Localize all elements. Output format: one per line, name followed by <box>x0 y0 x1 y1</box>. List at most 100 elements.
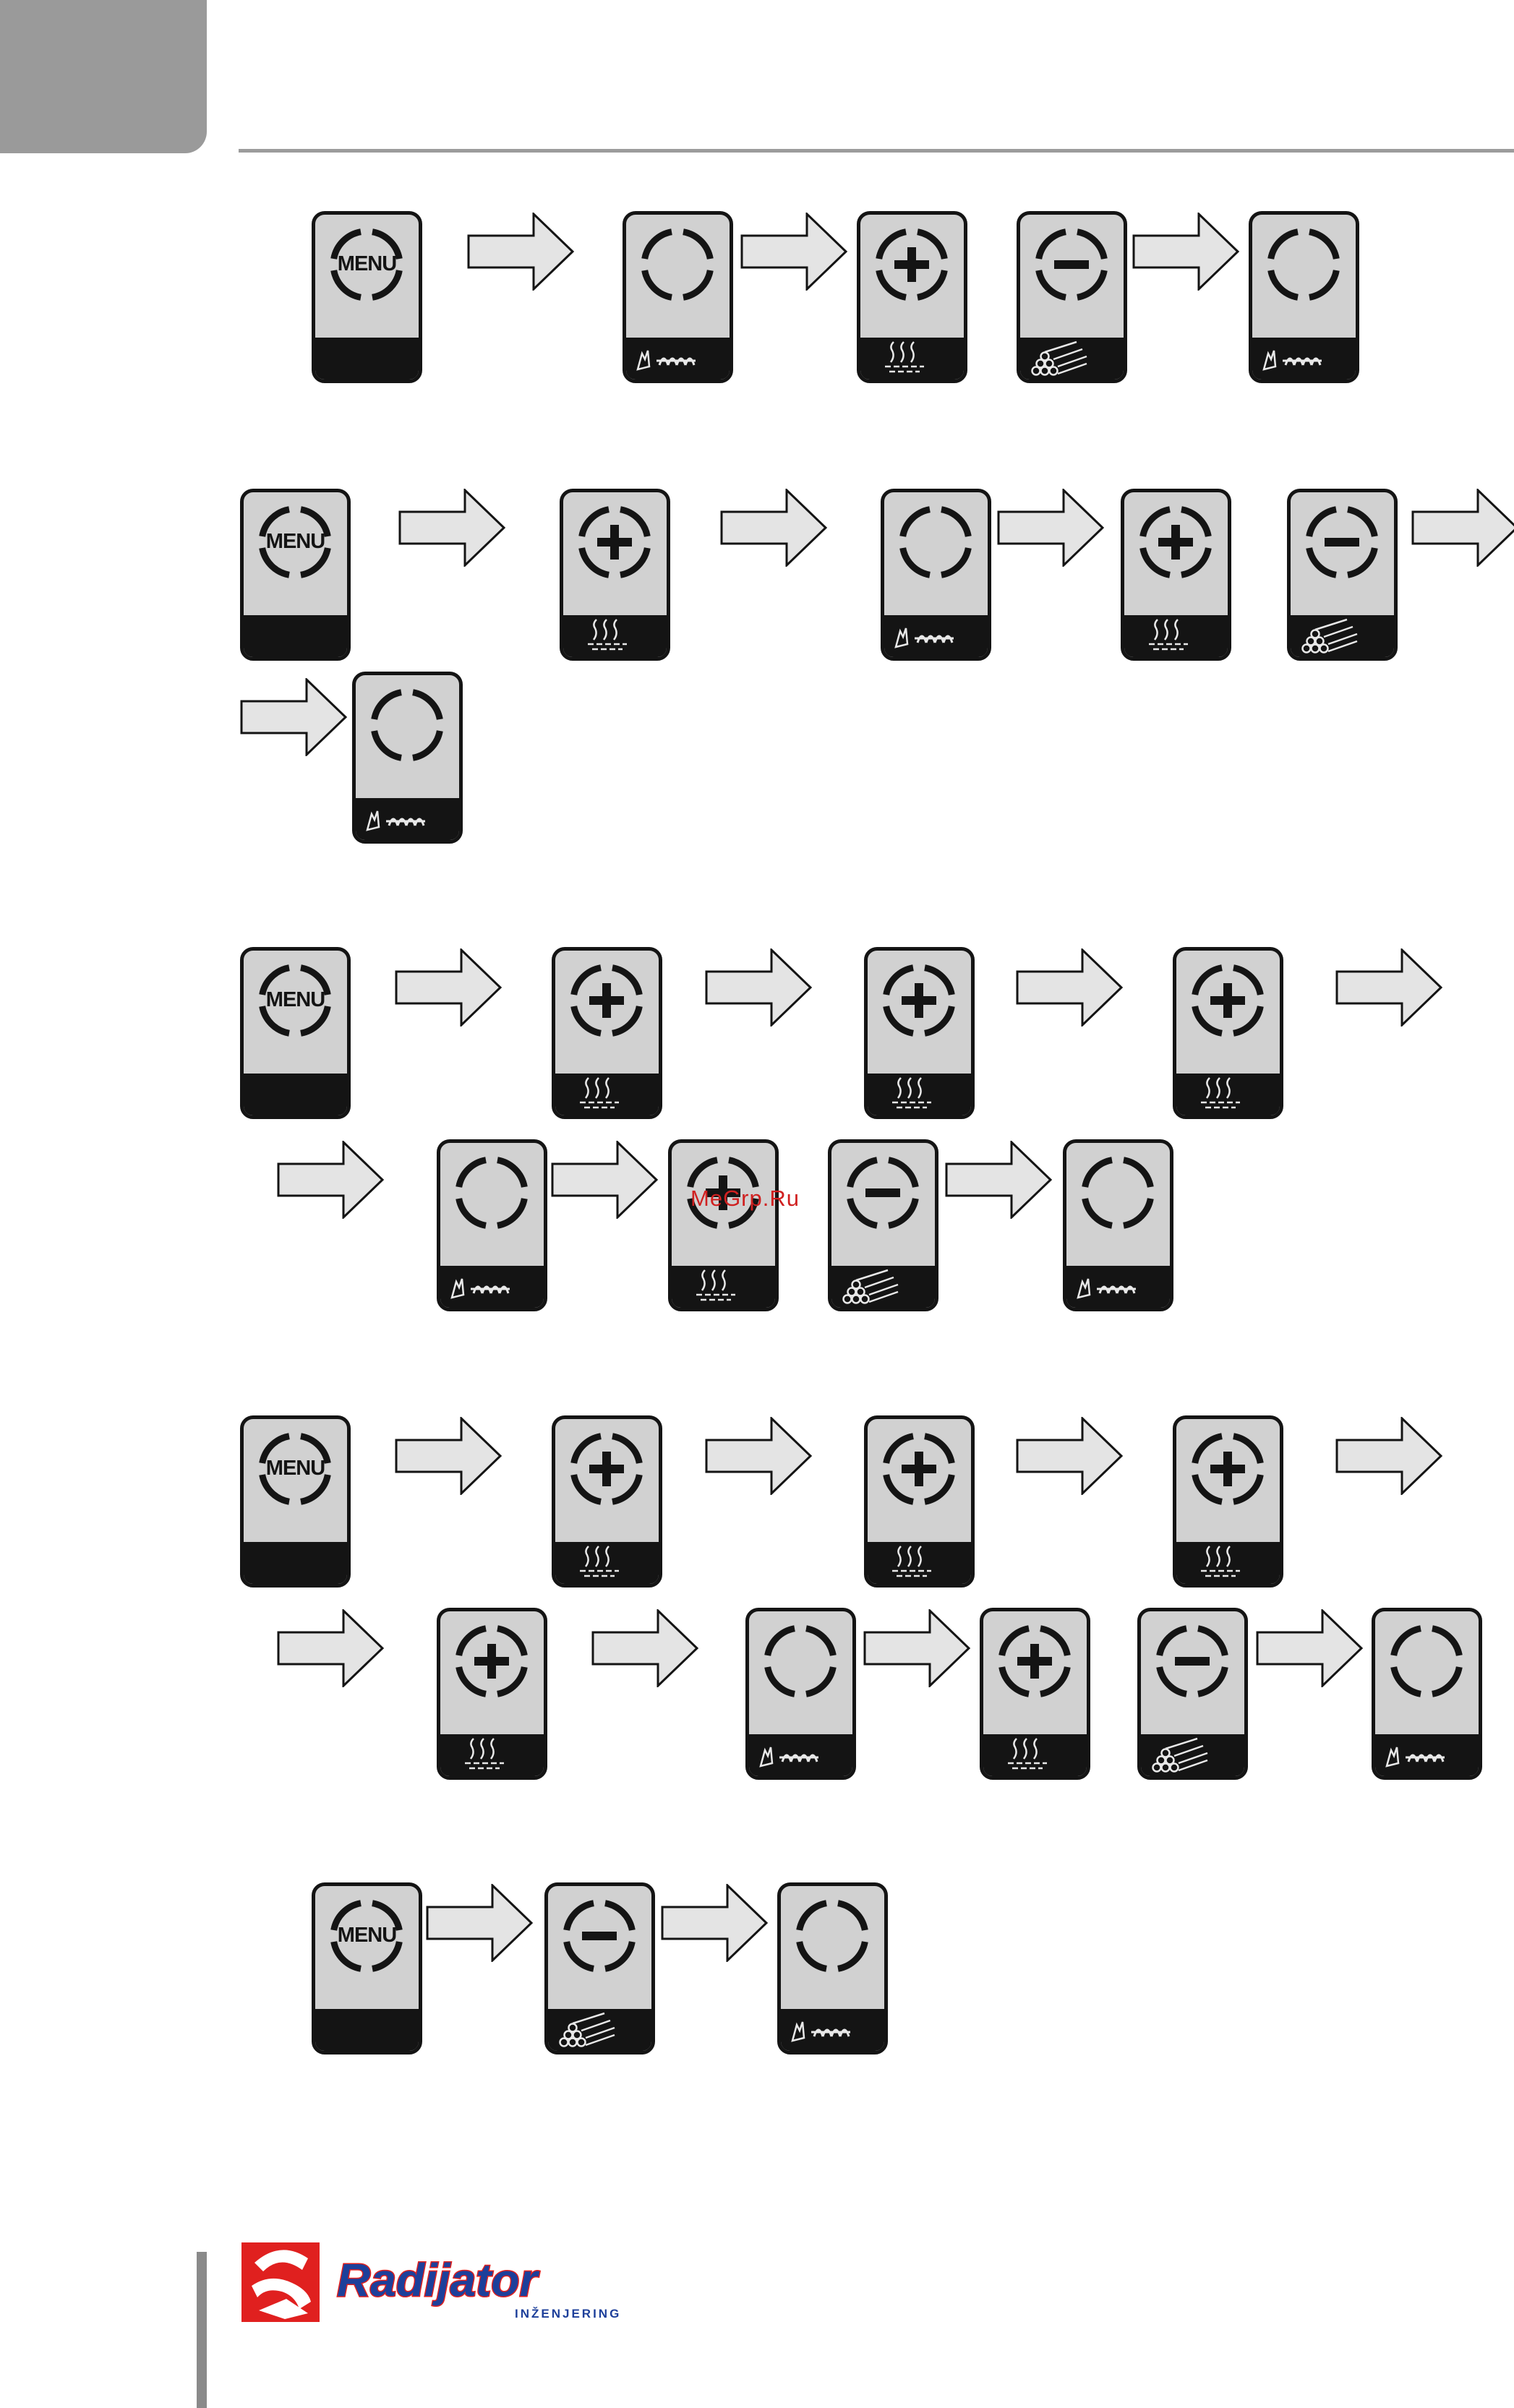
ring-icon <box>792 1896 872 1976</box>
page-margin-bar <box>197 2252 207 2408</box>
menu-label: MENU <box>315 252 419 276</box>
button-strip <box>749 1734 852 1776</box>
ring-icon <box>638 225 717 304</box>
plus-button[interactable] <box>864 1415 975 1588</box>
ring-icon <box>1387 1621 1466 1701</box>
button-strip <box>1020 338 1124 380</box>
plus-button[interactable] <box>552 947 662 1119</box>
minus-button[interactable] <box>1137 1608 1248 1780</box>
arrow-right-icon <box>863 1609 972 1687</box>
menu-button[interactable]: MENU <box>240 1415 351 1588</box>
menu-button[interactable]: MENU <box>240 947 351 1119</box>
watermark: MeGrp.Ru <box>690 1186 800 1212</box>
blank-strip <box>315 338 419 380</box>
plus-icon <box>1136 502 1215 582</box>
button-strip <box>1066 1266 1170 1308</box>
plus-button[interactable] <box>1173 947 1283 1119</box>
button-strip <box>860 338 964 380</box>
button-strip <box>1252 338 1356 380</box>
arrow-right-icon <box>398 489 507 567</box>
plus-button[interactable] <box>437 1608 547 1780</box>
heat-waves-icon <box>860 338 964 380</box>
button-strip <box>555 1074 659 1115</box>
menu-label: MENU <box>244 530 347 554</box>
heat-waves-icon <box>440 1734 544 1776</box>
minus-icon <box>1032 225 1111 304</box>
ring-icon <box>367 685 447 765</box>
hand-auger-icon <box>626 338 730 380</box>
plus-button[interactable] <box>668 1139 779 1311</box>
arrow-right-icon <box>467 213 576 291</box>
hand-auger-icon <box>884 615 988 657</box>
hand-auger-icon <box>781 2009 884 2051</box>
blank-strip <box>244 1074 347 1115</box>
ring-icon <box>761 1621 840 1701</box>
arrow-right-icon <box>740 213 849 291</box>
heat-waves-icon <box>983 1734 1087 1776</box>
arrow-right-icon <box>1132 213 1241 291</box>
logo-subtitle: INŽENJERING <box>515 2307 621 2321</box>
plus-button[interactable] <box>864 947 975 1119</box>
ok-button[interactable] <box>1372 1608 1482 1780</box>
logs-icon <box>548 2009 651 2051</box>
button-strip <box>1141 1734 1244 1776</box>
minus-button[interactable] <box>1287 489 1398 661</box>
ok-button[interactable] <box>777 1882 888 2054</box>
arrow-right-icon <box>1016 1417 1124 1495</box>
arrow-right-icon <box>591 1609 700 1687</box>
blank-strip <box>315 2009 419 2051</box>
plus-icon <box>567 961 646 1040</box>
plus-button[interactable] <box>857 211 967 383</box>
blank-strip <box>244 1542 347 1584</box>
plus-button[interactable] <box>560 489 670 661</box>
ok-button[interactable] <box>437 1139 547 1311</box>
header-rule <box>239 149 1514 153</box>
arrow-right-icon <box>1335 1417 1444 1495</box>
arrow-right-icon <box>661 1884 769 1962</box>
ok-button[interactable] <box>745 1608 856 1780</box>
minus-button[interactable] <box>828 1139 938 1311</box>
hand-auger-icon <box>1066 1266 1170 1308</box>
plus-icon <box>452 1621 531 1701</box>
blank-strip <box>244 615 347 657</box>
ok-button[interactable] <box>1249 211 1359 383</box>
minus-button[interactable] <box>544 1882 655 2054</box>
plus-icon <box>879 961 959 1040</box>
minus-button[interactable] <box>1017 211 1127 383</box>
minus-icon <box>560 1896 639 1976</box>
plus-button[interactable] <box>1173 1415 1283 1588</box>
ok-button[interactable] <box>1063 1139 1173 1311</box>
heat-waves-icon <box>868 1074 971 1115</box>
menu-button[interactable]: MENU <box>312 211 422 383</box>
plus-button[interactable] <box>980 1608 1090 1780</box>
ring-icon <box>1078 1153 1158 1233</box>
ok-button[interactable] <box>881 489 991 661</box>
ring-icon <box>1264 225 1343 304</box>
menu-button[interactable]: MENU <box>312 1882 422 2054</box>
minus-icon <box>1302 502 1382 582</box>
button-strip <box>244 1542 347 1584</box>
arrow-right-icon <box>1256 1609 1364 1687</box>
arrow-right-icon <box>277 1609 385 1687</box>
logs-icon <box>1141 1734 1244 1776</box>
plus-button[interactable] <box>1121 489 1231 661</box>
hand-auger-icon <box>1375 1734 1479 1776</box>
arrow-right-icon <box>1411 489 1514 567</box>
heat-waves-icon <box>1176 1542 1280 1584</box>
logo-brand: Radijator <box>337 2254 539 2306</box>
arrow-right-icon <box>1335 948 1444 1027</box>
button-strip <box>831 1266 935 1308</box>
ok-button[interactable] <box>352 672 463 844</box>
hand-auger-icon <box>356 798 459 840</box>
button-strip <box>884 615 988 657</box>
ok-button[interactable] <box>623 211 733 383</box>
arrow-right-icon <box>395 948 503 1027</box>
menu-button[interactable]: MENU <box>240 489 351 661</box>
heat-waves-icon <box>1176 1074 1280 1115</box>
plus-icon <box>995 1621 1074 1701</box>
plus-icon <box>879 1429 959 1509</box>
ring-icon <box>452 1153 531 1233</box>
plus-button[interactable] <box>552 1415 662 1588</box>
heat-waves-icon <box>555 1074 659 1115</box>
button-strip <box>440 1266 544 1308</box>
